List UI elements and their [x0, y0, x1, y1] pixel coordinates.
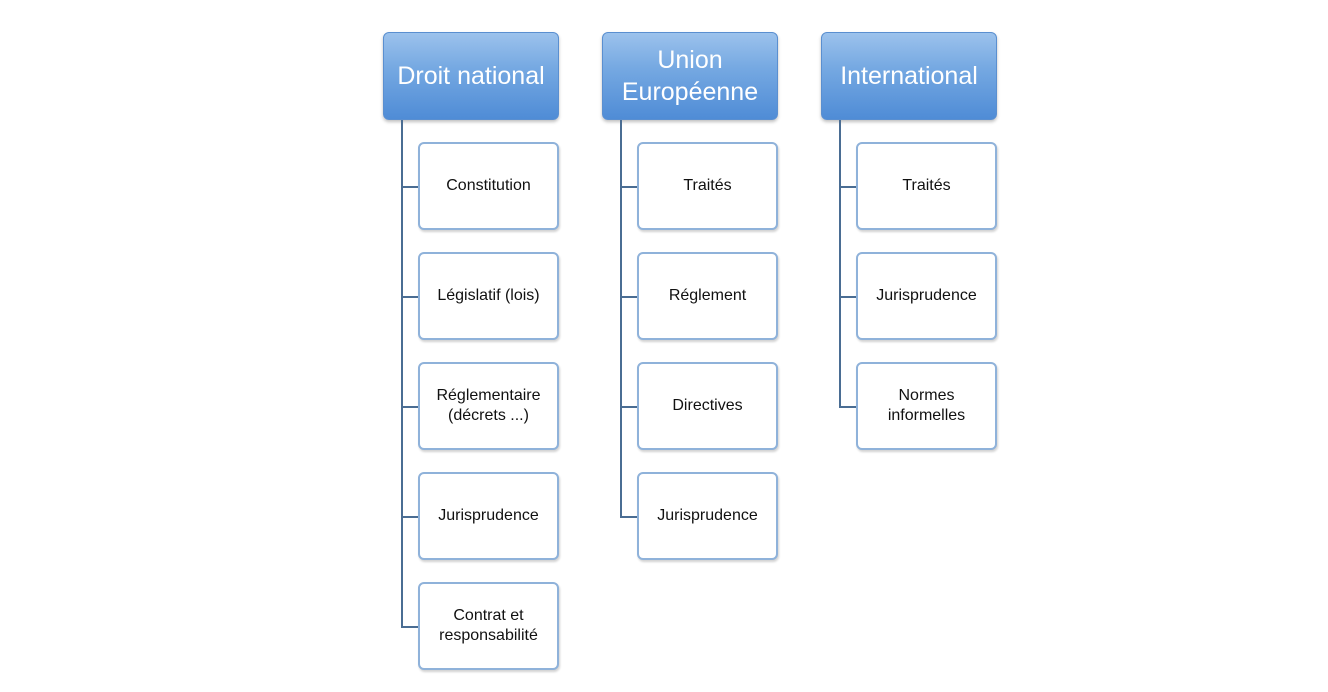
header-union-europeenne: Union Européenne	[602, 32, 778, 120]
connector-line	[401, 406, 419, 408]
node-traites: Traités	[637, 142, 778, 230]
node-constitution: Constitution	[418, 142, 559, 230]
spine-line	[839, 120, 841, 408]
node-jurisprudence: Jurisprudence	[418, 472, 559, 560]
column-union-europeenne: Union Européenne Traités Réglement Direc…	[602, 32, 782, 672]
column-international: International Traités Jurisprudence Norm…	[821, 32, 1001, 672]
connector-line	[839, 186, 857, 188]
node-jurisprudence: Jurisprudence	[856, 252, 997, 340]
connector-line	[620, 406, 638, 408]
node-jurisprudence: Jurisprudence	[637, 472, 778, 560]
column-droit-national: Droit national Constitution Législatif (…	[383, 32, 563, 672]
connector-line	[401, 186, 419, 188]
connector-line	[620, 516, 638, 518]
node-contrat-responsabilite: Contrat et responsabilité	[418, 582, 559, 670]
node-reglementaire: Réglementaire (décrets ...)	[418, 362, 559, 450]
connector-line	[620, 296, 638, 298]
connector-line	[839, 296, 857, 298]
spine-line	[620, 120, 622, 518]
connector-line	[401, 626, 419, 628]
connector-line	[839, 406, 857, 408]
node-directives: Directives	[637, 362, 778, 450]
node-legislatif: Législatif (lois)	[418, 252, 559, 340]
node-reglement: Réglement	[637, 252, 778, 340]
node-traites: Traités	[856, 142, 997, 230]
connector-line	[401, 516, 419, 518]
node-normes-informelles: Normes informelles	[856, 362, 997, 450]
connector-line	[620, 186, 638, 188]
spine-line	[401, 120, 403, 628]
header-droit-national: Droit national	[383, 32, 559, 120]
header-international: International	[821, 32, 997, 120]
connector-line	[401, 296, 419, 298]
